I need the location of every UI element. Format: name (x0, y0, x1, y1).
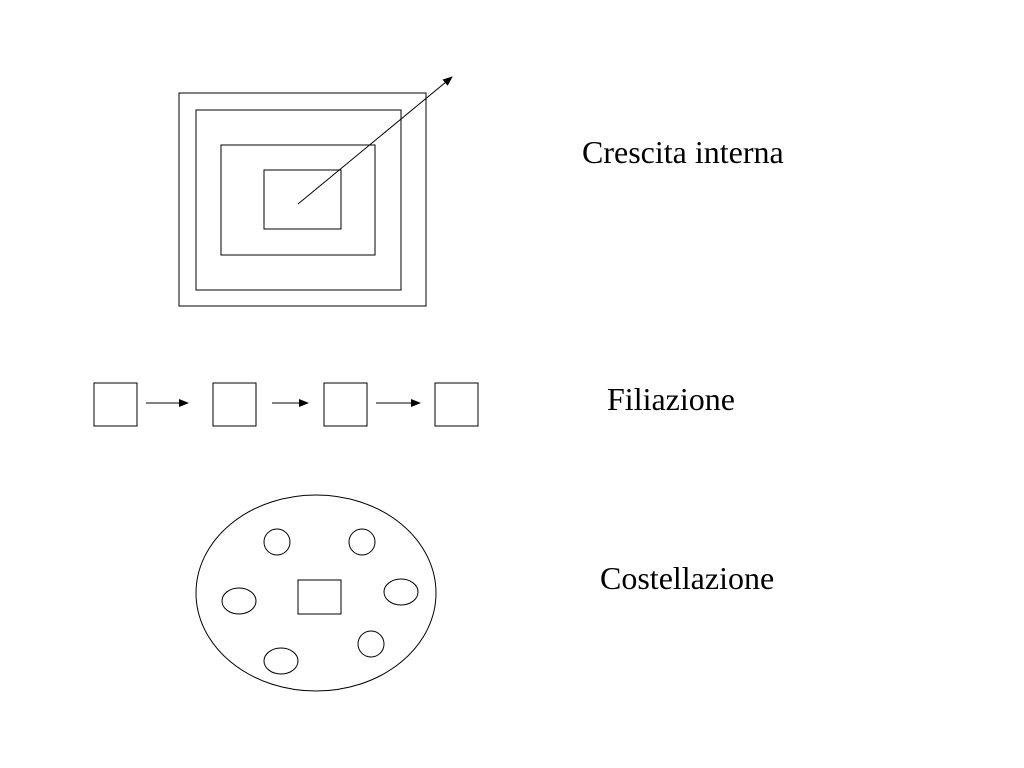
growth-arrow (297, 76, 453, 205)
constellation-satellite-6 (357, 630, 385, 658)
growth-rect-outer (178, 92, 427, 307)
label-constellation: Costellazione (600, 560, 775, 596)
growth-rect-second (220, 144, 376, 256)
constellation-satellite-4 (383, 578, 419, 606)
constellation-center-rect (297, 579, 342, 615)
filiation-square-3 (323, 382, 368, 427)
label-internal-growth: Crescita interna (582, 134, 784, 170)
filiation-square-4 (434, 382, 479, 427)
filiation-square-2 (212, 382, 257, 427)
constellation-satellite-2 (348, 528, 376, 556)
label-filiation: Filiazione (607, 381, 735, 417)
growth-rect-inner (263, 169, 342, 230)
constellation-satellite-5 (263, 647, 299, 675)
internal-growth-diagram (178, 76, 453, 307)
growth-rect-third (195, 109, 402, 291)
constellation-satellite-3 (221, 587, 257, 615)
constellation-satellite-1 (263, 528, 291, 556)
filiation-square-1 (93, 382, 138, 427)
constellation-diagram (195, 494, 437, 692)
constellation-outer-ellipse (195, 494, 437, 692)
filiation-diagram (93, 382, 479, 427)
